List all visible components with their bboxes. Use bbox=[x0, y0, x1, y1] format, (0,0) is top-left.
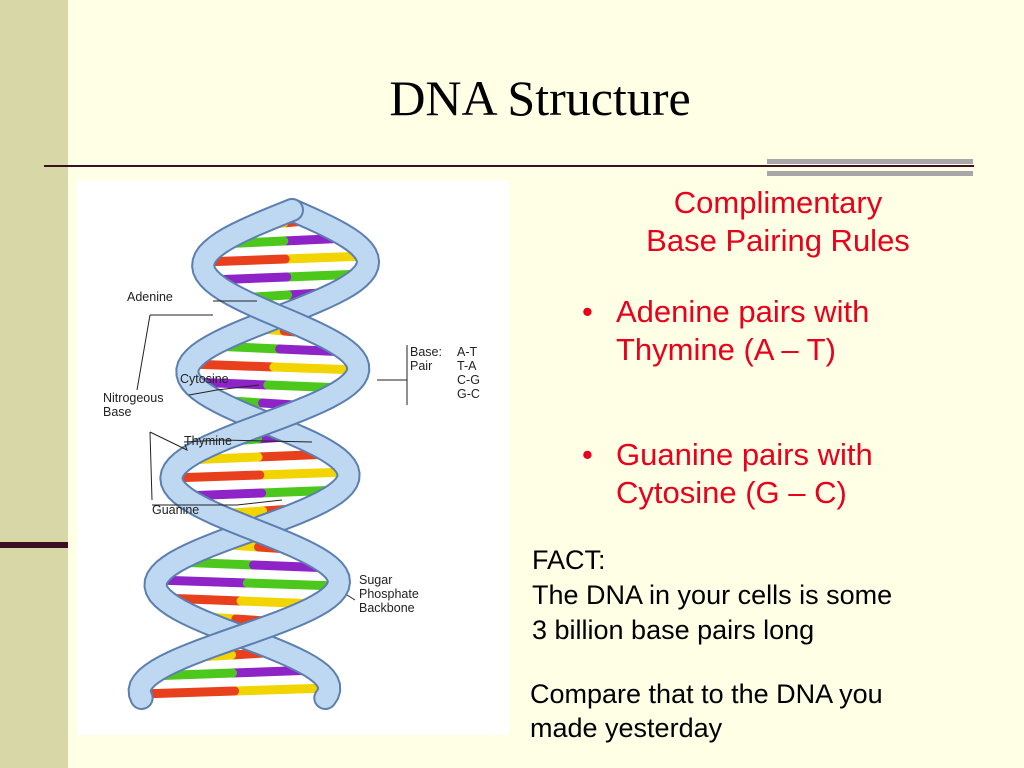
backbone-strands bbox=[127, 198, 381, 710]
base-rung bbox=[242, 578, 343, 591]
backbone-leader bbox=[346, 594, 356, 601]
adenine-label: Adenine bbox=[127, 290, 173, 304]
backbone-strand-2 bbox=[129, 200, 369, 708]
base-rung bbox=[151, 575, 252, 588]
label-leader-lines bbox=[136, 300, 408, 601]
gray-accent-bar-top bbox=[767, 159, 973, 164]
compare-line-1: Compare that to the DNA you bbox=[530, 679, 883, 709]
base-pair-list: A-T T-A C-G G-C bbox=[457, 345, 480, 401]
nitrogenous-leader-1 bbox=[136, 314, 151, 391]
left-sidebar-band bbox=[0, 0, 68, 768]
backbone-strand-1 bbox=[145, 200, 379, 708]
fact-block: FACT: The DNA in your cells is some 3 bi… bbox=[532, 543, 1012, 648]
base-pair-label: Base: Pair bbox=[410, 345, 442, 373]
nitrogenous-leader-3 bbox=[149, 431, 153, 501]
base-rung bbox=[230, 683, 334, 696]
bullet-line-2: Cytosine (G – C) bbox=[616, 475, 847, 510]
bullet-dot: • bbox=[582, 437, 593, 472]
slide-title: DNA Structure bbox=[389, 70, 691, 126]
bullet-line-1: Guanine pairs with bbox=[616, 437, 873, 472]
nitrogenous-leader-2 bbox=[149, 431, 188, 451]
base-rung bbox=[269, 362, 363, 375]
guanine-label: Guanine bbox=[152, 503, 200, 517]
thymine-leader bbox=[183, 439, 313, 443]
title-divider bbox=[44, 165, 974, 167]
bullet-dot: • bbox=[582, 294, 593, 329]
base-rung bbox=[135, 686, 240, 699]
gray-accent-bar-bottom bbox=[767, 171, 973, 176]
sugar-phosphate-backbone-label: Sugar Phosphate Backbone bbox=[359, 573, 419, 615]
thymine-label: Thymine bbox=[184, 434, 232, 448]
fact-line-2: 3 billion base pairs long bbox=[532, 615, 815, 645]
fact-label: FACT: bbox=[532, 545, 606, 575]
heading-line-2: Base Pairing Rules bbox=[646, 223, 910, 258]
cytosine-label: Cytosine bbox=[180, 372, 229, 386]
cytosine-leader bbox=[188, 384, 260, 396]
guanine-leader bbox=[152, 499, 283, 506]
dna-helix-illustration bbox=[127, 198, 408, 710]
compare-line-2: made yesterday bbox=[530, 713, 723, 743]
left-accent-line bbox=[0, 542, 68, 548]
fact-line-1: The DNA in your cells is some bbox=[532, 580, 893, 610]
bullet-line-2: Thymine (A – T) bbox=[616, 332, 836, 367]
base-rung bbox=[199, 254, 290, 267]
dna-diagram: Adenine Cytosine Nitrogeous Base Thymine… bbox=[77, 180, 509, 735]
base-pairing-heading: Complimentary Base Pairing Rules bbox=[600, 184, 956, 260]
bullet-line-1: Adenine pairs with bbox=[616, 294, 870, 329]
base-rung bbox=[255, 467, 353, 480]
compare-block: Compare that to the DNA you made yesterd… bbox=[530, 677, 1010, 745]
heading-line-1: Complimentary bbox=[673, 185, 883, 220]
base-rung bbox=[166, 470, 265, 483]
nitrogenous-base-label: Nitrogeous Base bbox=[103, 391, 164, 419]
